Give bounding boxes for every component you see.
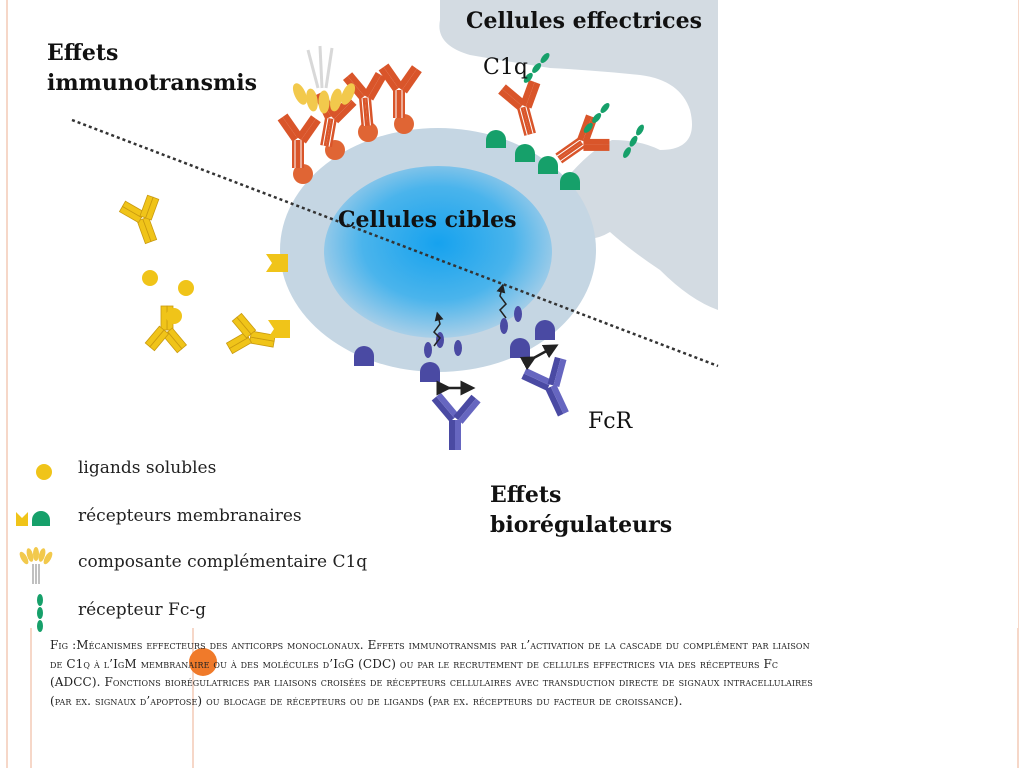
membrane-receptor-green — [538, 156, 558, 174]
soluble-ligand — [166, 308, 182, 324]
target-cells-label: Cellules cibles — [338, 207, 517, 233]
effector-cell-shape — [439, 0, 718, 310]
signal-arrow — [496, 283, 507, 319]
yellow-antibody — [116, 189, 172, 249]
red-antibody — [378, 63, 423, 119]
soluble-ligand-icon — [36, 464, 52, 480]
legend-row: composante complémentaire C1q — [10, 546, 430, 586]
purple-antibody — [431, 392, 481, 450]
legend-row: récepteur Fc-g — [10, 594, 430, 634]
soluble-ligand — [178, 280, 194, 296]
signal-arrow — [433, 311, 444, 347]
red-antibody — [495, 75, 553, 141]
legend-text: récepteurs membranaires — [78, 506, 302, 526]
legend-text: récepteur Fc-g — [78, 600, 206, 620]
complement-cluster — [293, 114, 414, 184]
figure-caption: Fig :Mécanismes effecteurs des anticorps… — [50, 638, 813, 708]
red-antibody — [277, 113, 322, 169]
purple-antibody — [518, 351, 587, 424]
membrane-receptor-yellow — [266, 254, 288, 272]
legend-text: ligands solubles — [78, 458, 217, 478]
membrane-bump-red — [293, 164, 313, 184]
fc-gamma-receptor-icon — [37, 594, 43, 632]
bioregulators-label: Effets biorégulateurs — [490, 482, 673, 538]
fcr-label: FcR — [588, 409, 633, 434]
c1q-complement-icon — [19, 547, 53, 584]
effector-cells-label: Cellules effectrices — [466, 8, 702, 34]
membrane-receptor-green — [486, 130, 506, 148]
membrane-receptor-green — [560, 172, 580, 190]
legend-text: composante complémentaire C1q — [78, 552, 368, 572]
frame-line-right — [1017, 0, 1019, 768]
crosslink-arrow — [519, 344, 559, 371]
fc-receptor-cluster — [486, 130, 580, 190]
target-cell-nucleus — [324, 166, 552, 338]
membrane-receptor-icon — [16, 511, 50, 526]
soluble-ligand — [142, 270, 158, 286]
membrane-receptor-yellow — [268, 320, 290, 338]
c1q-complex — [292, 45, 356, 114]
membrane-bump-red — [358, 122, 378, 142]
legend-row: ligands solubles — [10, 452, 430, 492]
orange-dot — [189, 648, 217, 676]
c1q-label: C1q — [483, 55, 528, 80]
frame-line-left — [6, 0, 8, 768]
membrane-receptor-green — [515, 144, 535, 162]
membrane-bump-red — [394, 114, 414, 134]
legend-row: récepteurs membranaires — [10, 500, 430, 540]
immunotransmis-label: Effets immunotransmis — [47, 40, 257, 96]
dividing-line — [71, 118, 719, 368]
